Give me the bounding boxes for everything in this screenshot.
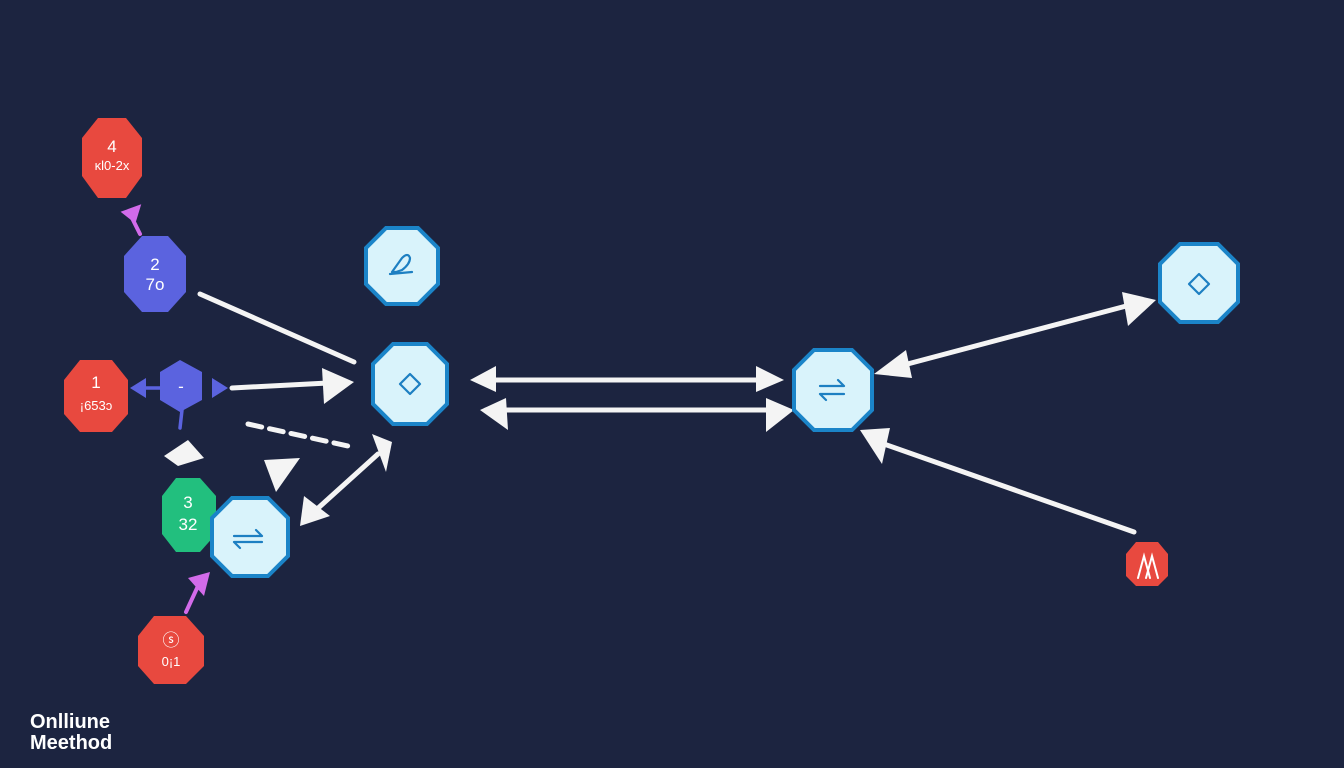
arrow-head: [756, 366, 784, 392]
arrow-head: [860, 428, 890, 464]
pencil-icon: [388, 253, 414, 276]
edge-small-red-to-right: [860, 428, 1137, 535]
edge-right-to-far-right: [874, 292, 1156, 378]
node-red-top[interactable]: 4 ĸl0-2x: [82, 118, 142, 198]
arrow-head: [1122, 292, 1156, 326]
hub-center[interactable]: [371, 342, 449, 426]
method-caption: Onlliune Meethod: [30, 712, 112, 754]
arrow-head: [766, 398, 794, 432]
node-red-mid[interactable]: 1 ¡653ɔ: [64, 360, 128, 432]
node-purple-mid-label: -: [178, 377, 184, 396]
diamond-icon: [398, 372, 422, 396]
edge-small-diamond: [164, 440, 204, 466]
edge-purple-mid-left-arrow: [130, 378, 162, 398]
node-red-mid-line2: ¡653ɔ: [80, 398, 113, 413]
node-green-line2: 32: [179, 515, 198, 534]
node-purple-mid[interactable]: -: [160, 360, 202, 412]
edge-red-bottom-to-hub: [184, 572, 210, 614]
node-purple-top-line2: 7o: [146, 275, 165, 294]
node-purple-top-line1: 2: [150, 255, 159, 274]
node-purple-top[interactable]: 2 7o: [124, 236, 186, 312]
edge-purple-top-to-center: [197, 291, 357, 365]
edge-purple-mid-to-center: [229, 368, 354, 404]
node-green-line1: 3: [183, 493, 192, 512]
arrow-head: [322, 368, 354, 404]
node-red-small-right[interactable]: [1126, 542, 1168, 586]
up-arrows-icon: [1137, 552, 1159, 579]
edge-chevron-down: [264, 458, 300, 492]
edge-purple-mid-down: [178, 408, 184, 430]
edge-bidirectional-bottom-left: [300, 434, 392, 526]
arrow-head: [372, 434, 392, 472]
caption-line2: Meethod: [30, 732, 113, 754]
diamond-icon: [1187, 272, 1211, 296]
swap-arrows-icon: [818, 378, 846, 402]
hub-right[interactable]: [792, 348, 874, 432]
arrow-head: [480, 398, 508, 430]
node-red-top-line1: 4: [107, 137, 116, 156]
edge-center-to-right-top: [470, 366, 784, 392]
node-red-bottom-line1: ⓢ: [163, 631, 180, 650]
arrow-head: [874, 350, 912, 378]
arrow-head: [300, 496, 330, 526]
edge-purple-mid-right-arrow: [212, 378, 228, 398]
hub-top[interactable]: [364, 226, 440, 306]
edge-purple-top-to-red-top: [120, 204, 142, 236]
swap-arrows-icon: [232, 528, 264, 550]
edge-center-to-right-bottom: [480, 398, 794, 432]
node-red-bottom[interactable]: ⓢ 0¡1: [138, 616, 204, 684]
hub-bottom-left[interactable]: [210, 496, 290, 578]
node-green[interactable]: 3 32: [162, 478, 216, 552]
node-red-mid-line1: 1: [91, 373, 100, 392]
hub-far-right[interactable]: [1158, 242, 1240, 324]
edge-dashed-to-center: [245, 421, 351, 449]
node-red-bottom-line2: 0¡1: [162, 654, 181, 669]
caption-line1: Onlliune: [30, 711, 110, 733]
node-red-top-line2: ĸl0-2x: [95, 158, 130, 173]
arrow-head: [470, 366, 496, 392]
